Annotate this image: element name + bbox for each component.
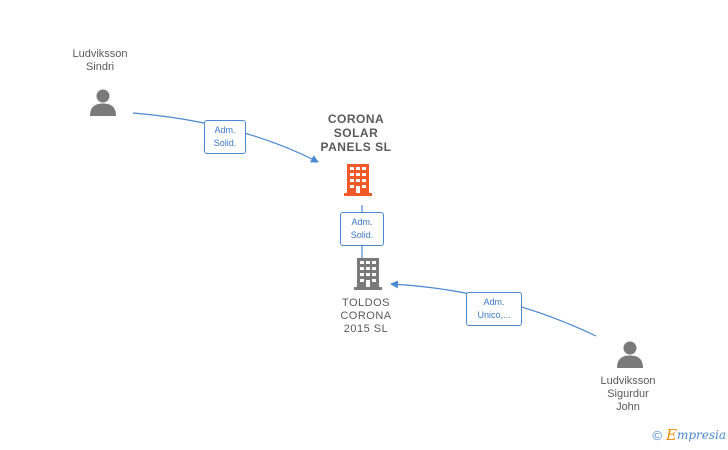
role-badge-adm-unico[interactable]: Adm. Unico,... xyxy=(466,292,522,326)
role-badge-adm-solid[interactable]: Adm. Solid. xyxy=(340,212,384,246)
person-name-sigurdur-john[interactable]: Ludviksson Sigurdur John xyxy=(600,375,656,413)
company-name-corona-solar-panels[interactable]: CORONA SOLAR PANELS SL xyxy=(320,112,392,154)
person-icon[interactable] xyxy=(88,87,118,117)
building-icon[interactable] xyxy=(352,257,384,291)
brand-footer: © E mpresia xyxy=(652,426,726,444)
person-icon[interactable] xyxy=(615,339,645,369)
person-name-sindri[interactable]: Ludviksson Sindri xyxy=(72,48,128,73)
company-name-toldos-corona-2015[interactable]: TOLDOS CORONA 2015 SL xyxy=(340,297,392,335)
role-badge-adm-solid[interactable]: Adm. Solid. xyxy=(204,120,246,154)
copyright-symbol: © xyxy=(652,427,662,443)
brand-logo-e: E xyxy=(665,426,677,444)
brand-logo-text: mpresia xyxy=(676,428,726,442)
building-icon[interactable] xyxy=(342,163,374,197)
